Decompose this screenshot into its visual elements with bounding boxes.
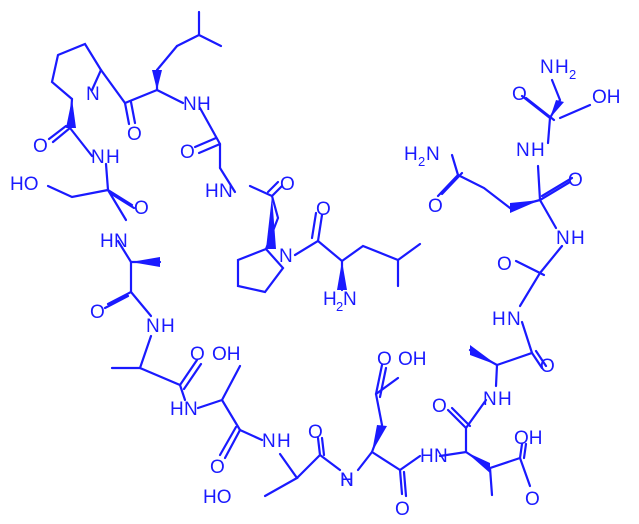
gln-sidechain-n-label: N [426, 144, 440, 165]
ser3-hydroxyl-label: HO [203, 487, 232, 508]
ala1-carbonyl-o-label: O [134, 198, 149, 219]
glu-amide-h-label: H [340, 470, 354, 491]
pro1-nitrogen-label: N [86, 84, 100, 105]
leu2-carbonyl-o-label: O [316, 199, 331, 220]
atom-labels: N N H O O N H HO O H N O O O H N N H 2 N… [10, 57, 621, 520]
ala2-carbonyl-o-label: O [90, 302, 105, 323]
glu-acid-oh-label: OH [398, 349, 427, 370]
glu-carbonyl-o-label: O [308, 422, 323, 443]
asp-amide-n-label: N [434, 446, 448, 467]
leu2-amine-subscript: 2 [336, 299, 343, 314]
c-terminal-amide-subscript: 2 [569, 67, 576, 82]
gln-amide-n-label: N [556, 228, 570, 249]
gly1-carbonyl-o-label: O [180, 142, 195, 163]
ala2-amide-h-label: H [161, 316, 175, 337]
glu-amide-n-label: N [340, 470, 354, 491]
gly2-amide-h-label: H [492, 309, 506, 330]
asp-carbonyl-o-label: O [395, 499, 410, 520]
pro2-carbonyl-o-label: O [280, 174, 295, 195]
ala1-amide-n-label: N [114, 231, 128, 252]
ala3-carbonyl-o-label: O [432, 396, 447, 417]
ala2-amide-n-label: N [146, 316, 160, 337]
glu-acid-carbonyl-o-label: O [377, 349, 392, 370]
c-terminal-carbonyl-o-label: O [512, 84, 527, 105]
ala3-amide-h-label: H [498, 389, 512, 410]
gln-sidechain-o-label: O [428, 196, 443, 217]
ser3-carbonyl-o-label: O [210, 457, 225, 478]
gly2-carbonyl-o-label: O [540, 356, 555, 377]
ser4-carbonyl-o-label: O [568, 170, 583, 191]
leu1-amide-h-label: H [197, 94, 211, 115]
gln-sidechain-h-label: H [404, 144, 418, 165]
ser3-amide-h-label: H [277, 431, 291, 452]
ser1-amide-n-label: N [91, 147, 105, 168]
gln-amide-h-label: H [571, 228, 585, 249]
leu2-amine-n-label: N [343, 289, 357, 310]
ser4-amide-h-label: H [531, 140, 545, 161]
asp-acid-oh-label: OH [514, 428, 543, 449]
ser1-amide-h-label: H [106, 147, 120, 168]
gly2-amide-n-label: N [507, 309, 521, 330]
ser2-amide-h-label: H [170, 399, 184, 420]
ser4-amide-n-label: N [516, 140, 530, 161]
asp-acid-carbonyl-o-label: O [525, 489, 540, 510]
ser3-amide-n-label: N [262, 431, 276, 452]
leu1-amide-n-label: N [183, 94, 197, 115]
pro2-nitrogen-label: N [279, 246, 293, 267]
ser2-amide-n-label: N [184, 399, 198, 420]
gln-sidechain-subscript: 2 [418, 154, 425, 169]
stereo-wedges [66, 70, 564, 473]
ser4-hydroxyl-label: OH [592, 87, 621, 108]
ala1-amide-h-label: H [100, 231, 114, 252]
ser2-hydroxyl-label: OH [212, 344, 241, 365]
gln-carbonyl-o-label: O [497, 254, 512, 275]
ser2-carbonyl-o-label: O [190, 344, 205, 365]
ser1-carbonyl-o-label: O [33, 136, 48, 157]
c-terminal-amide-n-label: N [540, 57, 554, 78]
pro1-carbonyl-o-label: O [127, 124, 142, 145]
ala3-amide-n-label: N [483, 389, 497, 410]
c-terminal-amide-h-label: H [555, 57, 569, 78]
gly1-amide-n-label: N [219, 181, 233, 202]
gly1-amide-h-label: H [205, 181, 219, 202]
leu2-amine-h-label: H [323, 289, 337, 310]
asp-amide-h-label: H [420, 446, 434, 467]
ser1-hydroxyl-label: HO [10, 174, 39, 195]
